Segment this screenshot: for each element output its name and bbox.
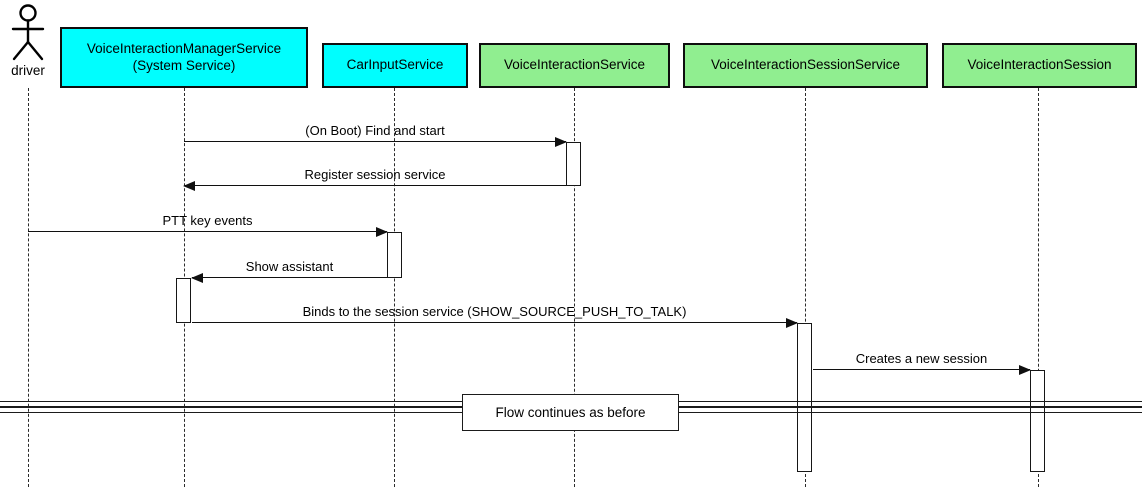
- arrowhead-right-icon: [555, 136, 567, 147]
- lifeline-voiceinteractionservice: [574, 88, 575, 487]
- arrowhead-right-icon: [376, 226, 388, 237]
- message-line: [28, 231, 387, 233]
- message-line: [184, 141, 566, 143]
- participant-voiceinteractionsession: VoiceInteractionSession: [942, 43, 1137, 88]
- arrowhead-right-icon: [786, 317, 798, 328]
- lifeline-driver: [27, 88, 29, 487]
- participant-carinputservice: CarInputService: [322, 43, 468, 88]
- message-label: PTT key events: [162, 213, 253, 228]
- actor-label: driver: [11, 63, 45, 78]
- arrowhead-left-icon: [191, 272, 203, 283]
- person-icon: [11, 4, 45, 61]
- message-label: (On Boot) Find and start: [305, 123, 445, 138]
- lifeline-voiceinteractionsessionservice: [805, 88, 806, 487]
- activation-voiceinteractionmanagerservice: [176, 278, 191, 323]
- message-label: Register session service: [304, 167, 446, 182]
- message-line: [184, 185, 566, 187]
- message-label: Creates a new session: [855, 351, 988, 366]
- message-line: [192, 277, 387, 279]
- message-line: [192, 322, 797, 324]
- message-label: Binds to the session service (SHOW_SOURC…: [302, 304, 687, 319]
- arrowhead-left-icon: [183, 180, 195, 191]
- actor-driver: driver: [0, 2, 56, 78]
- arrowhead-right-icon: [1019, 364, 1031, 375]
- lifeline-voiceinteractionsession: [1038, 88, 1039, 487]
- divider-label: Flow continues as before: [495, 405, 646, 420]
- participant-voiceinteractionmanagerservice: VoiceInteractionManagerService (System S…: [60, 27, 308, 88]
- message-label: Show assistant: [245, 259, 334, 274]
- message-line: [813, 369, 1030, 371]
- participant-voiceinteractionsessionservice: VoiceInteractionSessionService: [683, 43, 928, 88]
- activation-voiceinteractionsession: [1030, 370, 1045, 472]
- activation-carinputservice: [387, 232, 402, 278]
- activation-voiceinteractionservice: [566, 142, 581, 186]
- divider-label-box: Flow continues as before: [462, 394, 679, 431]
- activation-voiceinteractionsessionservice: [797, 323, 812, 472]
- participant-voiceinteractionservice: VoiceInteractionService: [479, 43, 670, 88]
- lifeline-carinputservice: [394, 88, 395, 487]
